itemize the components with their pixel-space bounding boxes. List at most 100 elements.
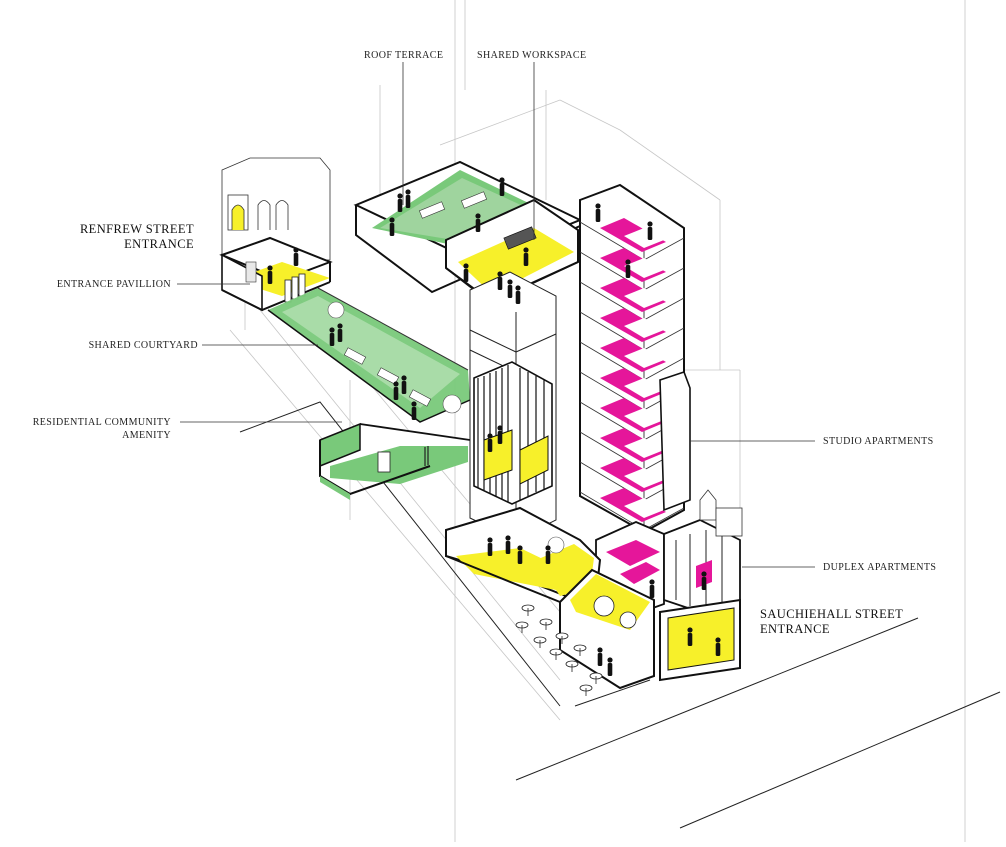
person-body	[545, 551, 551, 564]
person-body	[607, 663, 613, 676]
label-residential-line2: AMENITY	[122, 430, 171, 441]
person-body	[499, 183, 505, 196]
label-residential-line1: RESIDENTIAL COMMUNITY	[32, 417, 171, 428]
person-body	[497, 431, 503, 444]
person-head	[545, 545, 551, 551]
person-body	[337, 329, 343, 342]
person-body	[487, 439, 493, 452]
studio-room-cutout	[624, 258, 664, 278]
label-studio-apartments: STUDIO APARTMENTS	[823, 436, 934, 447]
label-sauchiehall-line2: ENTRANCE	[760, 622, 830, 636]
outdoor-tables	[515, 604, 603, 696]
person-body	[625, 265, 631, 278]
person-body	[401, 381, 407, 394]
person-body	[649, 585, 655, 598]
person-head	[337, 323, 343, 329]
person-body	[293, 253, 299, 266]
person-head	[715, 637, 721, 643]
person-body	[701, 577, 707, 590]
label-duplex-apartments: DUPLEX APARTMENTS	[823, 562, 937, 573]
person-head	[397, 193, 403, 199]
person-body	[411, 407, 417, 420]
person-head	[293, 247, 299, 253]
person-head	[597, 647, 603, 653]
person-head	[701, 571, 707, 577]
person-head	[475, 213, 481, 219]
person-head	[497, 271, 503, 277]
person-head	[487, 537, 493, 543]
person-body	[329, 333, 335, 346]
person-body	[687, 633, 693, 646]
community-amenity-box	[319, 422, 471, 500]
person-head	[401, 375, 407, 381]
shared-courtyard-strip	[267, 287, 471, 423]
person-head	[507, 279, 513, 285]
person-body	[515, 291, 521, 304]
label-renfrew-street-entrance: RENFREW STREET ENTRANCE	[70, 222, 194, 252]
label-roof-terrace: ROOF TERRACE	[364, 50, 444, 61]
person-body	[397, 199, 403, 212]
person-head	[463, 263, 469, 269]
person-head	[497, 425, 503, 431]
studio-room-cutout	[624, 228, 664, 248]
person-body	[507, 285, 513, 298]
person-head	[687, 627, 693, 633]
person-body	[393, 387, 399, 400]
context-lines	[229, 0, 966, 842]
studio-room-cutout	[624, 288, 664, 308]
studio-room-cutout	[624, 348, 664, 368]
person-body	[595, 209, 601, 222]
label-renfrew-line2: ENTRANCE	[124, 237, 194, 251]
person-head	[595, 203, 601, 209]
person-head	[647, 221, 653, 227]
person-head	[649, 579, 655, 585]
person-head	[515, 285, 521, 291]
person-head	[517, 545, 523, 551]
sauchiehall-entrance-box	[659, 598, 741, 682]
person-body	[267, 271, 273, 284]
label-renfrew-line1: RENFREW STREET	[79, 222, 194, 236]
person-head	[625, 259, 631, 265]
person-head	[405, 189, 411, 195]
person-body	[647, 227, 653, 240]
person-body	[715, 643, 721, 656]
person-head	[329, 327, 335, 333]
person-body	[389, 223, 395, 236]
person-body	[597, 653, 603, 666]
person-body	[523, 253, 529, 266]
label-sauchiehall-line1: SAUCHIEHALL STREET	[760, 607, 904, 621]
label-shared-courtyard: SHARED COURTYARD	[88, 340, 198, 351]
leader-lines	[177, 62, 815, 568]
label-shared-workspace: SHARED WORKSPACE	[477, 50, 587, 61]
person-head	[499, 177, 505, 183]
studio-room-cutout	[624, 468, 664, 488]
lattice-stair	[473, 361, 553, 505]
label-entrance-pavillion: ENTRANCE PAVILLION	[56, 279, 171, 290]
person-head	[607, 657, 613, 663]
person-head	[523, 247, 529, 253]
person-body	[475, 219, 481, 232]
person-body	[517, 551, 523, 564]
renfrew-facade	[221, 157, 331, 261]
person-body	[463, 269, 469, 282]
people-figures	[267, 177, 721, 676]
person-body	[487, 543, 493, 556]
person-body	[505, 541, 511, 554]
label-sauchiehall-street-entrance: SAUCHIEHALL STREET ENTRANCE	[760, 607, 903, 637]
person-head	[393, 381, 399, 387]
person-head	[505, 535, 511, 541]
studio-room-cutout	[624, 378, 664, 398]
studio-tower	[579, 183, 691, 534]
person-body	[497, 277, 503, 290]
person-head	[487, 433, 493, 439]
studio-room-cutout	[624, 318, 664, 338]
person-head	[267, 265, 273, 271]
label-residential-community-amenity: RESIDENTIAL COMMUNITY AMENITY	[10, 416, 171, 442]
studio-room-cutout	[624, 498, 664, 518]
person-head	[389, 217, 395, 223]
person-body	[405, 195, 411, 208]
person-head	[411, 401, 417, 407]
ground-cafe	[445, 506, 655, 690]
